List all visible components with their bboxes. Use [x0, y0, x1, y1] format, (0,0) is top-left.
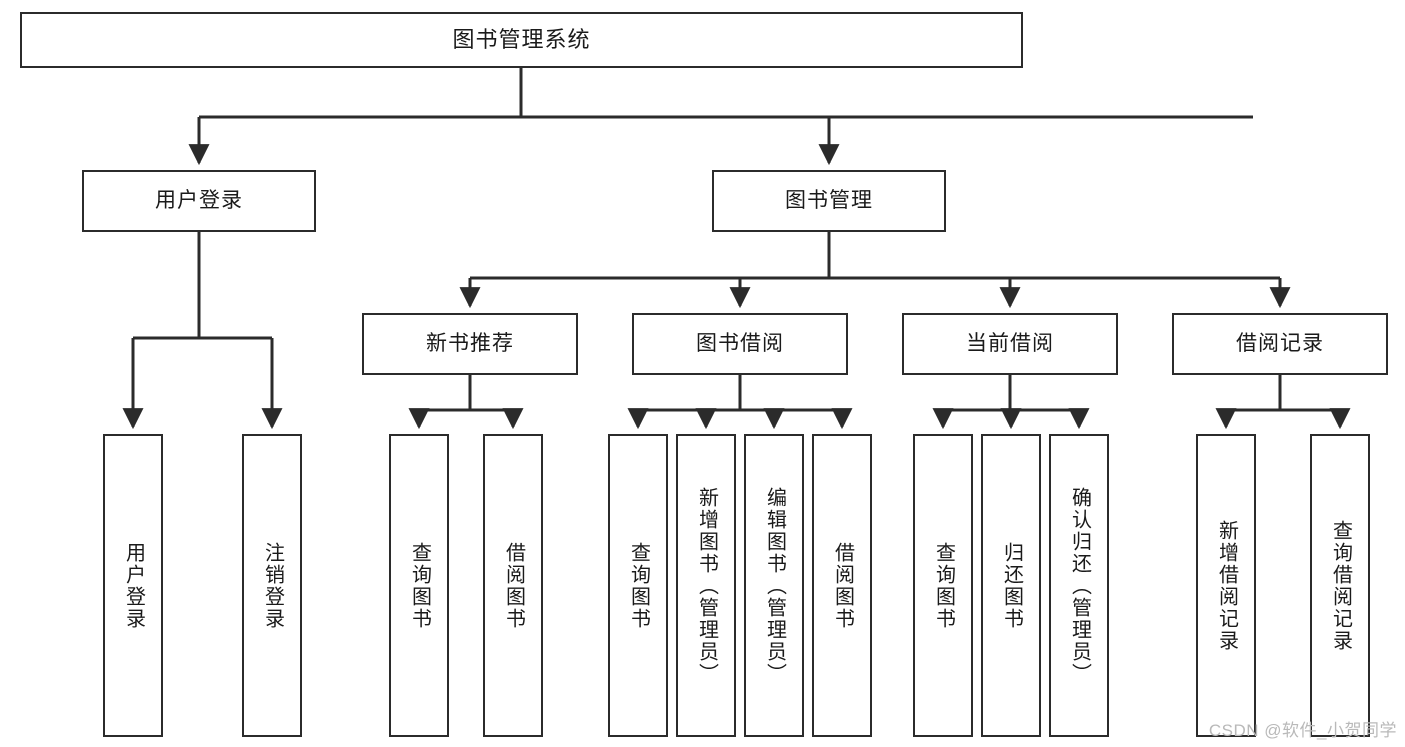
node-leaf-query-book-borrow[interactable]: 查询图书: [608, 434, 668, 737]
node-borrow-record-label: 借阅记录: [1236, 332, 1324, 356]
node-leaf-user-login[interactable]: 用户登录: [103, 434, 163, 737]
node-current-borrow-label: 当前借阅: [966, 332, 1054, 356]
node-leaf-query-book-borrow-label: 查询图书: [627, 541, 650, 630]
watermark: CSDN @软件_小贺同学: [1208, 721, 1397, 740]
node-new-book-rec-label: 新书推荐: [426, 332, 514, 356]
node-leaf-logout-label: 注销登录: [261, 541, 284, 630]
node-leaf-add-record-label: 新增借阅记录: [1215, 519, 1238, 652]
node-leaf-query-book-rec-label: 查询图书: [408, 541, 431, 630]
node-new-book-rec[interactable]: 新书推荐: [362, 313, 578, 375]
node-leaf-borrow-book-rec-label: 借阅图书: [502, 541, 525, 630]
node-user-login[interactable]: 用户登录: [82, 170, 316, 232]
node-leaf-query-book-rec[interactable]: 查询图书: [389, 434, 449, 737]
node-leaf-add-book[interactable]: 新增图书（管理员）: [676, 434, 736, 737]
node-leaf-query-book-cur[interactable]: 查询图书: [913, 434, 973, 737]
node-leaf-borrow-book-label: 借阅图书: [831, 541, 854, 630]
node-current-borrow[interactable]: 当前借阅: [902, 313, 1118, 375]
node-book-manage[interactable]: 图书管理: [712, 170, 946, 232]
node-book-manage-label: 图书管理: [785, 189, 873, 213]
node-borrow-record[interactable]: 借阅记录: [1172, 313, 1388, 375]
node-leaf-edit-book[interactable]: 编辑图书（管理员）: [744, 434, 804, 737]
node-leaf-edit-book-label: 编辑图书（管理员）: [763, 486, 786, 685]
node-leaf-query-record-label: 查询借阅记录: [1329, 519, 1352, 652]
node-leaf-borrow-book[interactable]: 借阅图书: [812, 434, 872, 737]
node-root-label: 图书管理系统: [452, 26, 591, 52]
node-leaf-borrow-book-rec[interactable]: 借阅图书: [483, 434, 543, 737]
node-leaf-query-book-cur-label: 查询图书: [932, 541, 955, 630]
node-leaf-return-book-label: 归还图书: [1000, 541, 1023, 630]
node-book-borrow-label: 图书借阅: [696, 332, 784, 356]
node-leaf-confirm-return-label: 确认归还（管理员）: [1068, 486, 1091, 685]
node-leaf-query-record[interactable]: 查询借阅记录: [1310, 434, 1370, 737]
node-leaf-add-book-label: 新增图书（管理员）: [695, 486, 718, 685]
node-user-login-label: 用户登录: [155, 189, 243, 213]
node-leaf-user-login-label: 用户登录: [122, 541, 145, 630]
node-leaf-confirm-return[interactable]: 确认归还（管理员）: [1049, 434, 1109, 737]
node-book-borrow[interactable]: 图书借阅: [632, 313, 848, 375]
node-root[interactable]: 图书管理系统: [20, 12, 1023, 68]
node-leaf-add-record[interactable]: 新增借阅记录: [1196, 434, 1256, 737]
node-leaf-return-book[interactable]: 归还图书: [981, 434, 1041, 737]
node-leaf-logout[interactable]: 注销登录: [242, 434, 302, 737]
